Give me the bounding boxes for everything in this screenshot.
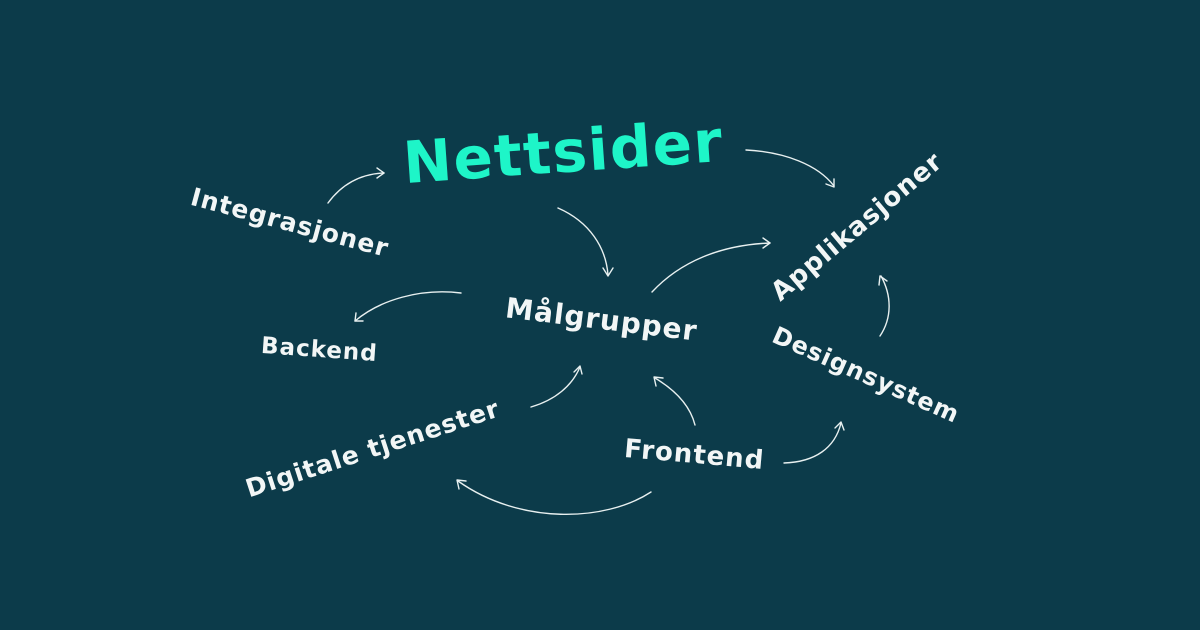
arrow-malgrupper-to-backend-icon (354, 291, 462, 322)
arrow-integrasjoner-to-nettsider-icon (327, 167, 385, 204)
arrow-nettsider-to-malgrupper-icon (557, 207, 614, 277)
arrow-digitale-to-malgrupper-icon (530, 365, 583, 408)
arrow-designsystem-to-applikasjoner-icon (878, 275, 890, 337)
arrow-frontend-to-malgrupper-icon (653, 376, 696, 426)
arrow-frontend-to-digitale-icon (456, 479, 652, 516)
arrow-frontend-to-designsystem-icon (783, 421, 845, 464)
arrow-malgrupper-to-applikasjoner-icon (651, 237, 771, 293)
arrow-nettsider-to-applikasjoner-icon (745, 149, 835, 188)
